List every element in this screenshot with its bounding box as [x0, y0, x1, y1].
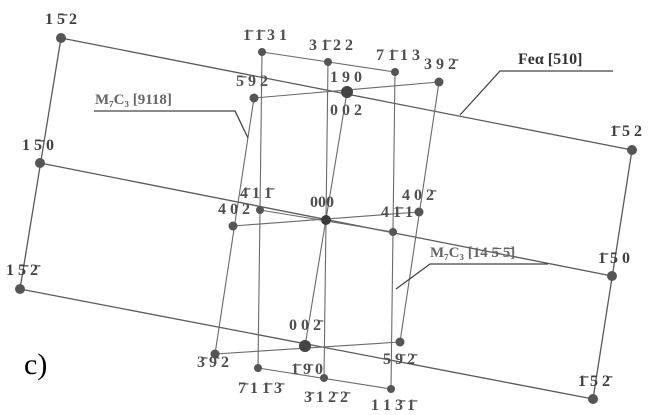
- spot-b-1131: [258, 48, 266, 56]
- spot-origin: [321, 215, 331, 225]
- label-b-7113: 7 1̄ 1 3: [376, 47, 420, 64]
- fe-leader: [459, 70, 613, 116]
- spot-fe-r: [607, 271, 617, 281]
- label-fe-tl: 1 5̄ 2: [45, 11, 77, 28]
- m7c3-9118-leader: [94, 110, 249, 139]
- label-a-402b: 4 0 2̄: [402, 187, 434, 204]
- spot-a-592: [249, 93, 259, 103]
- zone-label-m7c3-9118: M₇C₃ [9118]: [95, 92, 172, 108]
- spot-b-7113: [391, 68, 399, 76]
- label-a-002: 0 0 2: [330, 102, 362, 119]
- label-b-1131: 1̄ 1̄ 3 1: [243, 27, 287, 44]
- label-a-002b: 0 0 2̄: [289, 317, 321, 334]
- label-b-3122: 3 1̄ 2 2: [309, 37, 353, 54]
- spot-fe-br: [588, 394, 598, 404]
- label-b-1131b: 1 1 3̄ 1̄: [371, 397, 415, 414]
- spot-fe-l: [35, 158, 45, 168]
- label-b-3122b: 3̄ 1 2̄ 2̄: [304, 389, 348, 406]
- spot-b-7113b: [254, 364, 262, 372]
- label-origin: 000: [310, 194, 334, 211]
- spot-fe-tl: [56, 33, 66, 43]
- label-a-190: 1 9 0: [330, 69, 362, 86]
- spot-a-592b: [395, 337, 405, 347]
- spot-a-002b: [299, 340, 311, 352]
- label-b-411b: 4 1̄ 1: [381, 204, 413, 221]
- spot-a-402b: [414, 207, 424, 217]
- label-fe-l: 1 5̄ 0: [22, 137, 54, 154]
- label-a-592: 5̄ 9 2: [236, 73, 268, 90]
- spot-b-3122b: [320, 374, 328, 382]
- panel-label: c): [24, 348, 48, 381]
- spot-fe-tr: [627, 145, 637, 155]
- label-a-392b: 3̄ 9̄ 2: [197, 354, 229, 371]
- spot-a-392b: [210, 349, 220, 359]
- label-a-402: 4 0 2: [218, 201, 250, 218]
- label-a-190b: 1̄ 9̄ 0: [291, 361, 323, 378]
- spots: [15, 33, 637, 404]
- zone-label-fe: Feα [510]: [518, 51, 583, 68]
- label-b-411: 4̄ 1 1̄: [240, 185, 272, 202]
- spot-a-402: [228, 221, 238, 231]
- label-fe-bl: 1 5̄ 2̄: [6, 262, 38, 279]
- label-fe-r: 1̄ 5 0: [598, 250, 630, 267]
- label-fe-br: 1̄ 5 2̄: [578, 373, 610, 390]
- spot-b-411: [256, 206, 264, 214]
- spot-b-1131b: [387, 385, 395, 393]
- label-b-7113b: 7̄ 1 1̄ 3̄: [238, 380, 282, 397]
- label-a-592b: 5 9̄ 2̄: [383, 351, 415, 368]
- leader-lines: [94, 70, 613, 290]
- m7c3-1455-leader: [395, 263, 548, 290]
- spot-b-3122: [324, 58, 332, 66]
- spot-fe-bl: [15, 284, 25, 294]
- label-a-392: 3 9 2̄: [424, 56, 456, 73]
- spot-b-411b: [389, 228, 397, 236]
- zone-label-m7c3-1455: M₇C₃ [14 5̄ 5̄]: [430, 245, 516, 261]
- spot-a-392: [434, 77, 444, 87]
- label-fe-tr: 1̄ 5 2: [610, 123, 642, 140]
- spot-a-002: [341, 86, 353, 98]
